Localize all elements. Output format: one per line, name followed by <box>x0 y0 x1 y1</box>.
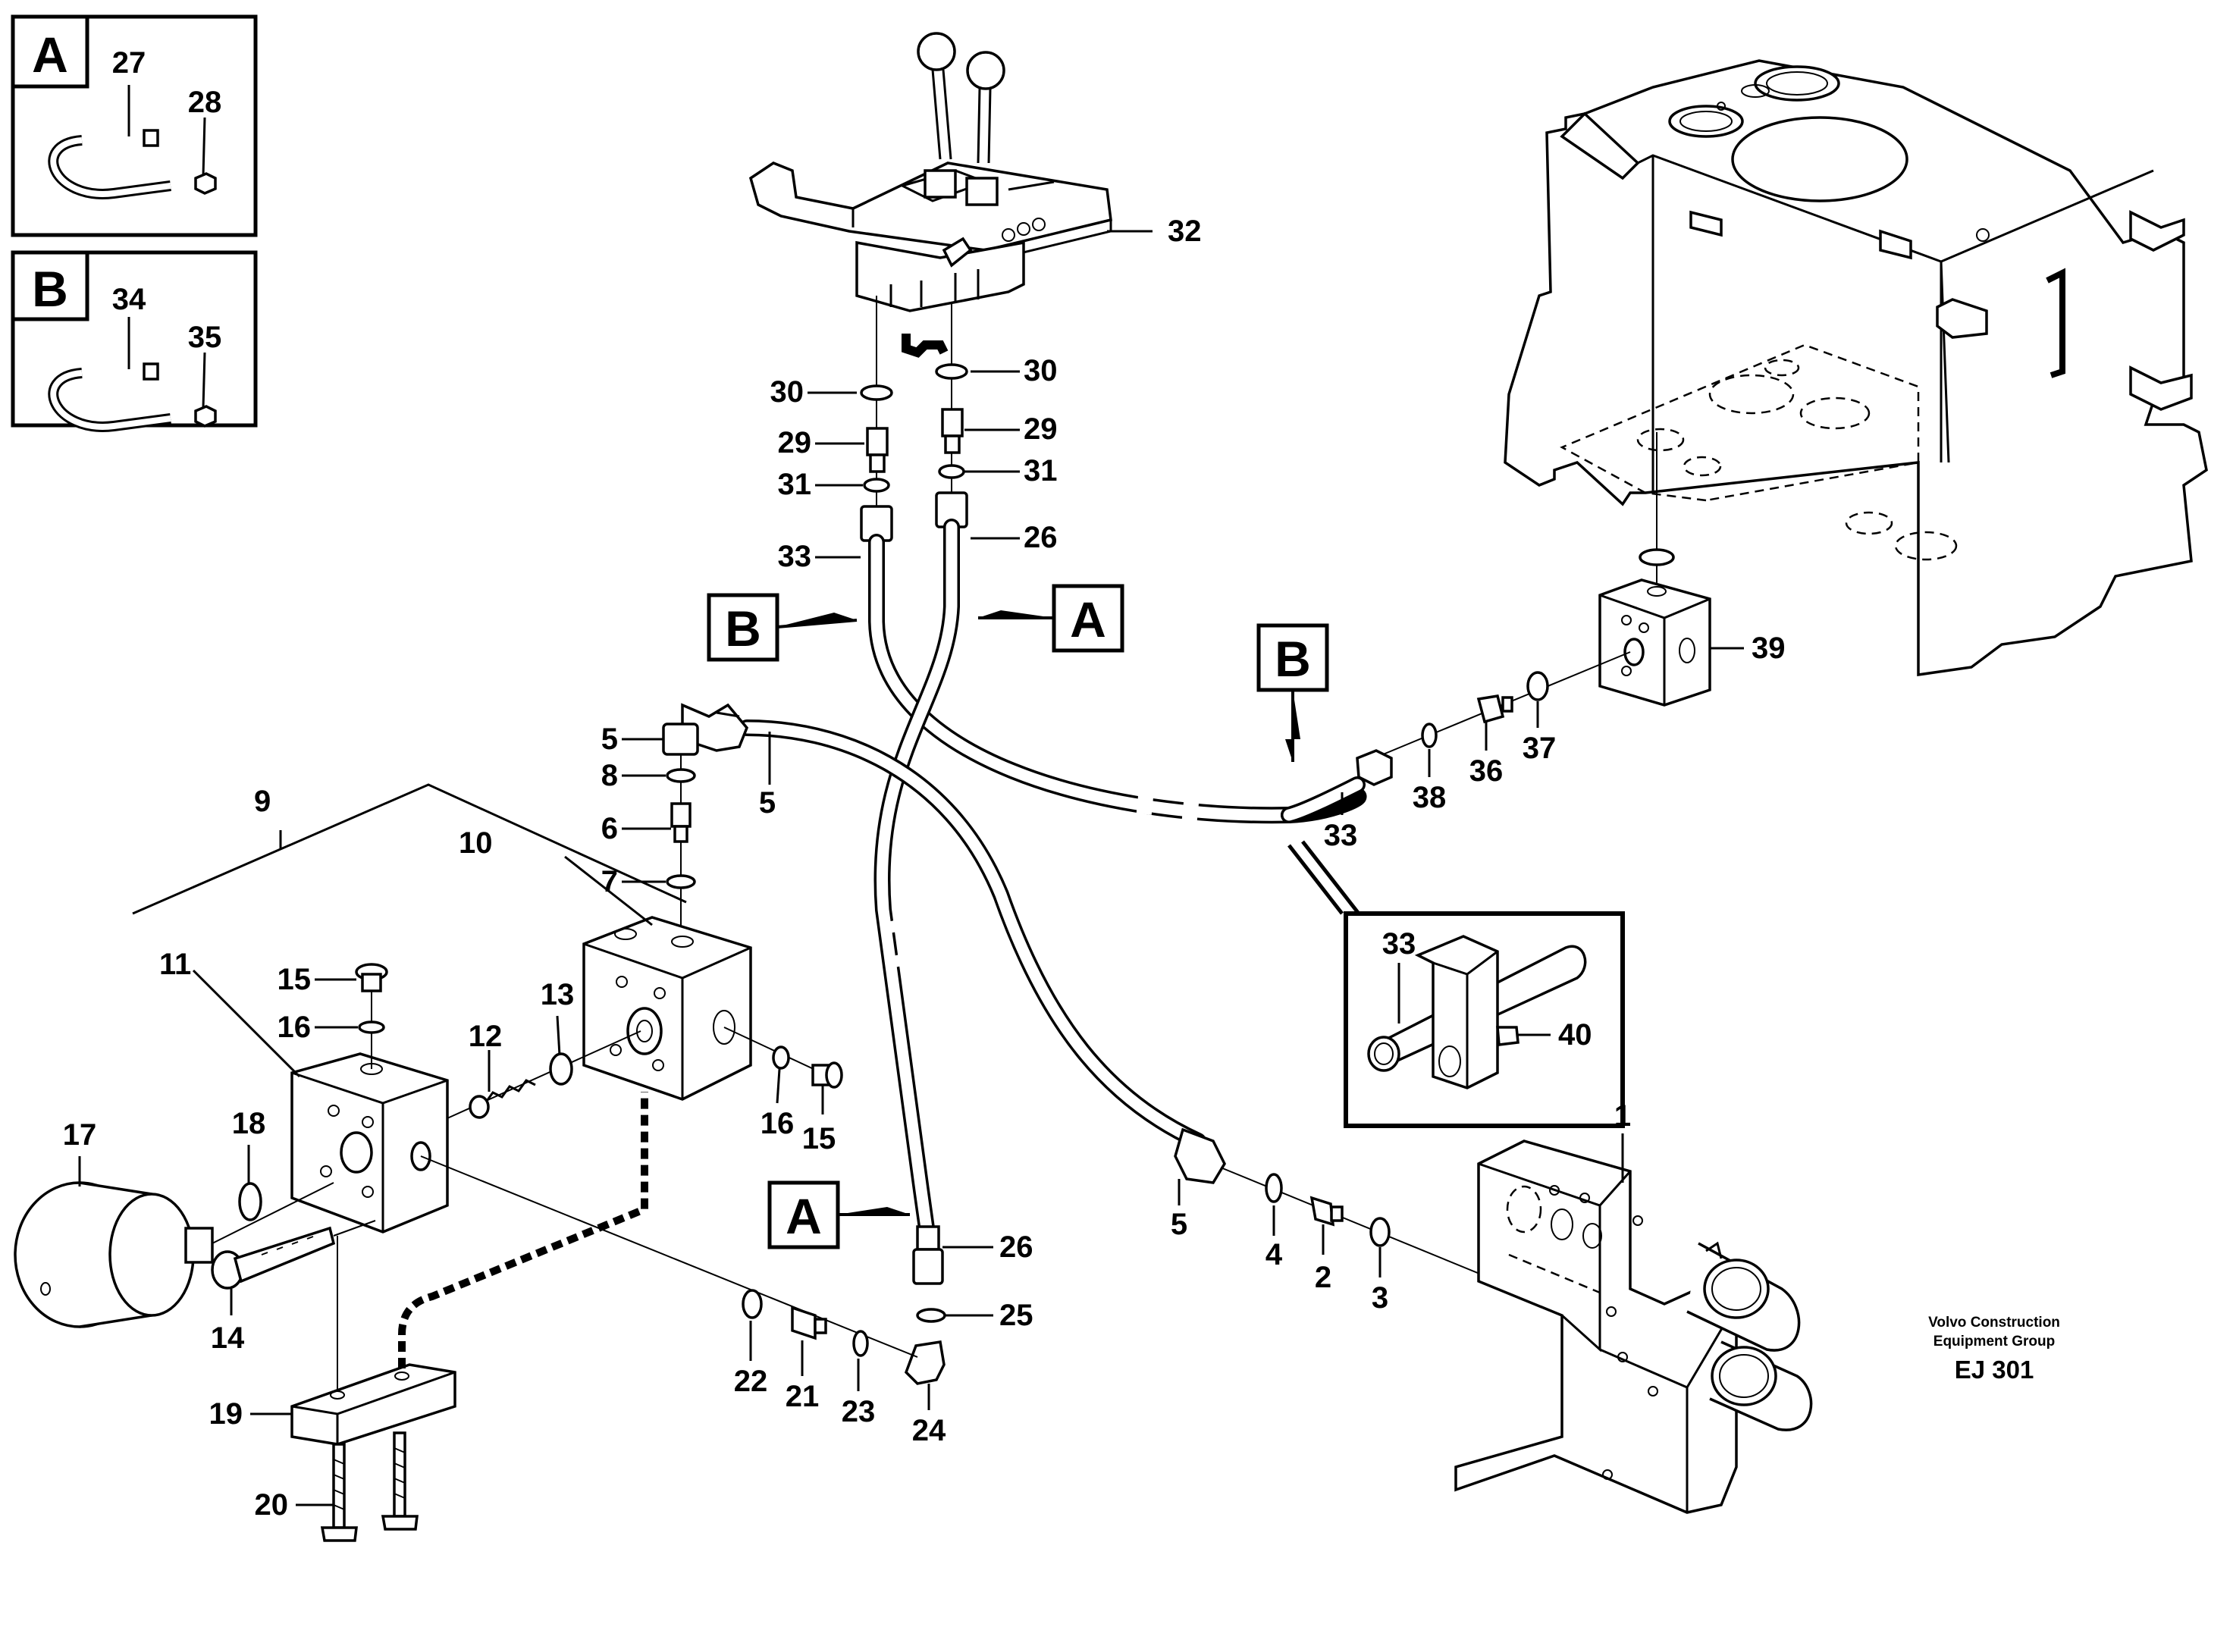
credit-line-1: Volvo Construction <box>1928 1315 2060 1331</box>
part-34-label: 34 <box>112 283 146 316</box>
connector-block-39: 39 37 36 38 33 <box>1324 578 1786 852</box>
part-21-label: 21 <box>786 1380 820 1413</box>
inset-a-label: A <box>32 27 68 83</box>
block-10: 10 <box>459 826 752 1101</box>
part-32-label: 32 <box>1168 215 1202 248</box>
spring-12-seal-13: 12 13 <box>447 978 641 1119</box>
part-27-label: 27 <box>112 46 146 80</box>
svg-text:A: A <box>786 1188 822 1244</box>
part-3-label: 3 <box>1372 1281 1388 1315</box>
part-5-lower-label: 5 <box>1171 1208 1187 1241</box>
part-2-label: 2 <box>1315 1261 1331 1294</box>
part-26-top-label: 26 <box>1024 521 1058 554</box>
part-30-left-label: 30 <box>770 375 804 409</box>
block-11: 11 <box>159 948 449 1234</box>
hose-5-end-fittings: 5 4 2 3 <box>1171 1127 1517 1315</box>
part-14-label: 14 <box>211 1321 245 1355</box>
part-29-right-label: 29 <box>1024 412 1058 446</box>
valve-fittings-left: 30 29 31 33 <box>770 296 893 573</box>
part-40-label: 40 <box>1558 1018 1592 1052</box>
part-20-label: 20 <box>255 1488 289 1522</box>
fittings-21-22-23: 22 21 23 <box>420 1155 918 1428</box>
part-35-label: 35 <box>188 321 222 354</box>
part-10-label: 10 <box>459 826 493 860</box>
part-11-label: 11 <box>159 948 191 981</box>
part-38-label: 38 <box>1413 781 1447 814</box>
part-17-label: 17 <box>63 1118 97 1152</box>
part-33-inset-label: 33 <box>1382 927 1416 961</box>
elbow-fitting-stack: 5 8 6 7 5 <box>601 703 776 948</box>
part-23-label: 23 <box>842 1395 876 1428</box>
part-16-side-label: 16 <box>761 1107 795 1140</box>
part-37-label: 37 <box>1523 732 1557 765</box>
part-8-label: 8 <box>601 759 618 792</box>
hoses <box>739 519 1367 1237</box>
part-7-label: 7 <box>601 865 618 898</box>
part-36-label: 36 <box>1469 754 1504 788</box>
plug-15-top: 15 16 <box>278 963 388 1069</box>
screws-20: 20 <box>255 1431 419 1542</box>
group-9-bracket: 9 <box>132 783 687 915</box>
plate-19: 19 <box>209 1092 648 1446</box>
callout-b-upper: B <box>707 593 858 662</box>
publisher-credit: Volvo Construction Equipment Group EJ 30… <box>1928 1315 2060 1384</box>
callout-a-upper: A <box>978 584 1124 653</box>
part-31-right-label: 31 <box>1024 454 1058 487</box>
part-31-left-label: 31 <box>778 468 812 501</box>
part-26-lower-label: 26 <box>999 1230 1033 1264</box>
valve-fittings-right: 30 29 31 26 <box>935 303 1058 554</box>
svg-text:B: B <box>725 600 761 657</box>
inset-box-b: B 34 35 <box>11 250 258 432</box>
inset-b-label: B <box>32 261 68 317</box>
part-33-top-label: 33 <box>778 540 812 573</box>
part-4-label: 4 <box>1265 1238 1283 1271</box>
part-18-label: 18 <box>232 1107 266 1140</box>
control-valve-assembly: 32 <box>748 32 1202 358</box>
part-15-side-label: 15 <box>802 1122 836 1155</box>
part-5-hose-label: 5 <box>759 786 776 820</box>
part-39-label: 39 <box>1752 632 1786 665</box>
part-28-label: 28 <box>188 86 222 119</box>
part-22-label: 22 <box>734 1365 768 1398</box>
part-6-label: 6 <box>601 812 618 845</box>
plug-15-side: 16 15 <box>723 1027 843 1155</box>
part-25-label: 25 <box>999 1299 1033 1332</box>
svg-text:B: B <box>1275 631 1311 687</box>
part-19-label: 19 <box>209 1397 243 1431</box>
svg-text:A: A <box>1070 591 1106 647</box>
part-16-top-label: 16 <box>278 1011 312 1044</box>
callout-b-right: B <box>1256 623 1329 762</box>
part-24-label: 24 <box>912 1414 946 1447</box>
diagram-code: EJ 301 <box>1955 1356 2034 1384</box>
part-5-elbow-label: 5 <box>601 723 618 756</box>
valve-block-1: 1 <box>1454 1099 1813 1514</box>
clamp-detail-inset: 33 40 <box>1287 840 1625 1128</box>
part-15-top-label: 15 <box>278 963 312 996</box>
part-29-left-label: 29 <box>778 426 812 459</box>
credit-line-2: Equipment Group <box>1933 1334 2055 1349</box>
part-12-label: 12 <box>469 1020 503 1053</box>
hydraulic-tank <box>1504 59 2208 677</box>
callout-a-lower: A <box>767 1180 910 1249</box>
accumulator-17: 17 <box>14 1118 214 1328</box>
bolt-14: 14 <box>211 1220 376 1355</box>
part-9-label: 9 <box>254 785 271 818</box>
inset-box-a: A 27 28 <box>11 14 258 237</box>
part-30-right-label: 30 <box>1024 354 1058 387</box>
hose-a-end-fittings: 26 25 24 <box>904 1225 1033 1447</box>
part-33-hose-label: 33 <box>1324 819 1358 852</box>
seal-18: 18 <box>212 1107 334 1244</box>
part-13-label: 13 <box>541 978 575 1011</box>
